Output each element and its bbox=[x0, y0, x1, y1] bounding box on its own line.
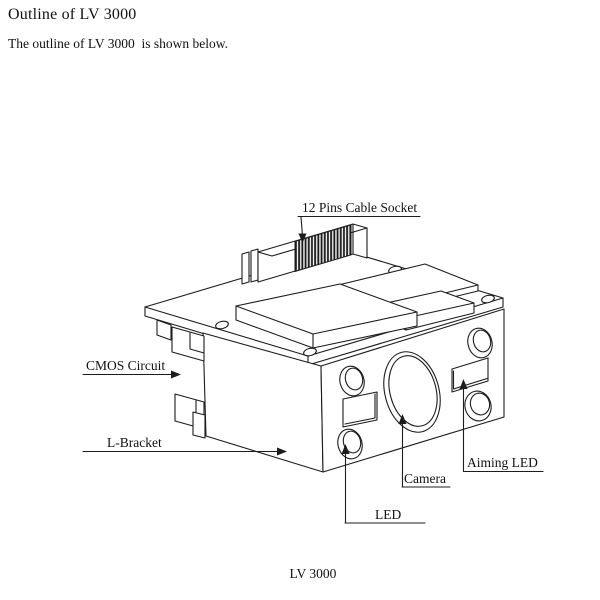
led-hole-bottom-right bbox=[464, 390, 492, 422]
screw-holes bbox=[215, 265, 495, 357]
l-bracket-part bbox=[156, 319, 324, 473]
led-hole-top-left bbox=[339, 365, 365, 397]
camera-lens bbox=[383, 351, 441, 433]
callout-cmos: CMOS Circuit bbox=[82, 358, 181, 379]
led-label: LED bbox=[375, 507, 401, 522]
camera-label: Camera bbox=[404, 471, 446, 486]
callout-led: LED bbox=[341, 444, 426, 524]
page-subtitle: The outline of LV 3000 is shown below. bbox=[8, 36, 228, 51]
l-bracket-label: L-Bracket bbox=[107, 435, 162, 450]
page-title: Outline of LV 3000 bbox=[8, 6, 137, 23]
socket-label: 12 Pins Cable Socket bbox=[302, 200, 417, 215]
callout-l-bracket: L-Bracket bbox=[82, 435, 287, 456]
callout-camera: Camera bbox=[398, 414, 451, 488]
aiming-led-window bbox=[451, 357, 489, 393]
scanner-front-face bbox=[320, 308, 505, 473]
led-hole-top-right bbox=[467, 327, 493, 359]
chip-main bbox=[235, 283, 418, 349]
pcb-chips bbox=[235, 263, 479, 349]
aiming-led-label: Aiming LED bbox=[467, 455, 538, 470]
callout-aiming-led: Aiming LED bbox=[459, 379, 544, 473]
cmos-label: CMOS Circuit bbox=[86, 358, 165, 373]
window-left bbox=[342, 391, 378, 428]
cable-socket bbox=[241, 223, 368, 285]
callout-socket: 12 Pins Cable Socket bbox=[297, 200, 421, 243]
figure-caption: LV 3000 bbox=[289, 566, 337, 581]
